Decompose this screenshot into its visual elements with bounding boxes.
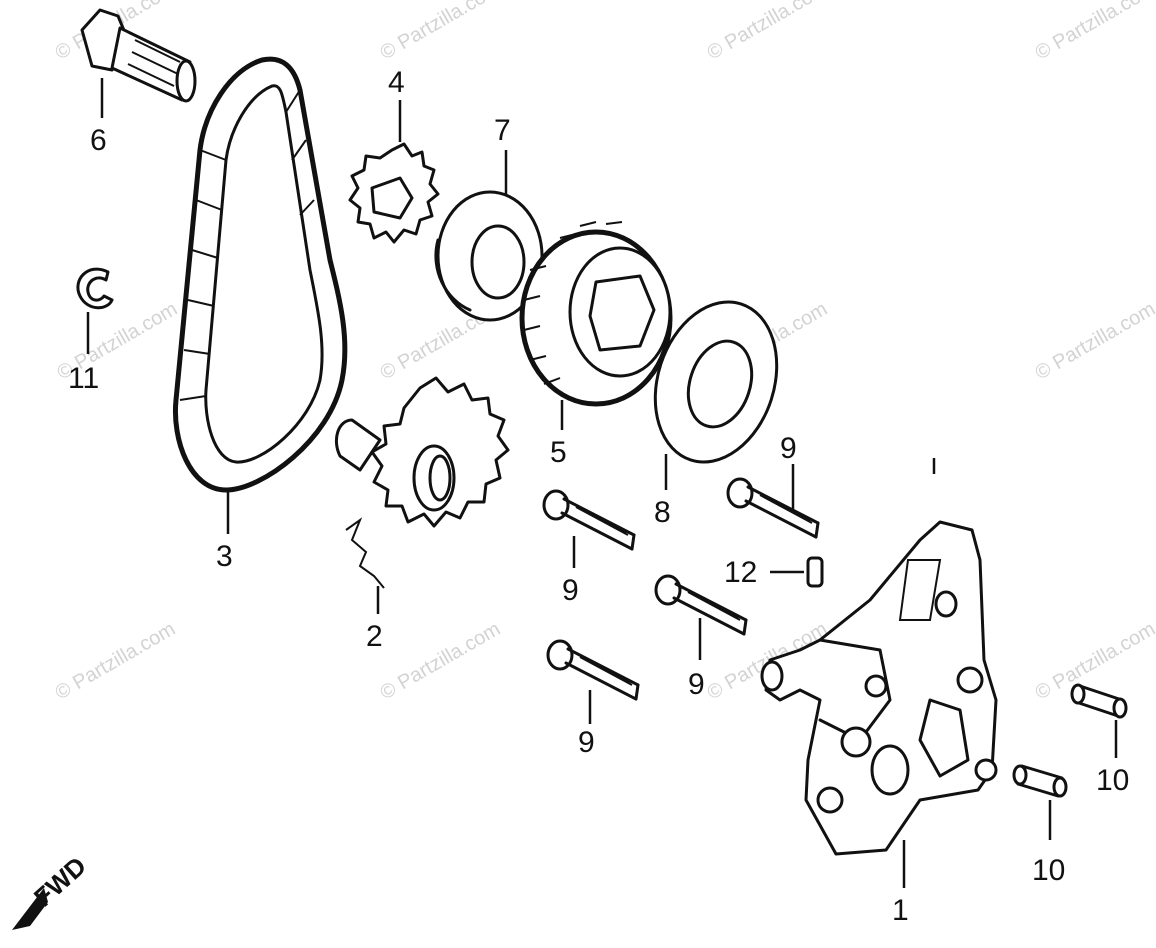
part-washer[interactable]: [635, 286, 796, 478]
watermark: © Partzilla.com: [704, 0, 832, 64]
part-driven-sprocket[interactable]: [335, 376, 510, 589]
watermark: © Partzilla.com: [377, 0, 505, 64]
callout-6: 6: [90, 124, 107, 157]
callout-7: 7: [494, 114, 511, 147]
part-bolt[interactable]: [726, 477, 820, 539]
callout-4: 4: [388, 66, 405, 99]
part-circlip[interactable]: [76, 267, 114, 310]
part-collar-bolt[interactable]: [80, 8, 197, 103]
part-drive-sprocket[interactable]: [348, 142, 440, 244]
callout-11: 11: [68, 362, 99, 395]
part-dowel-pin[interactable]: [1012, 764, 1068, 798]
callout-9: 9: [780, 432, 797, 465]
callout-12: 12: [724, 556, 757, 589]
callout-9: 9: [688, 668, 705, 701]
part-bolt[interactable]: [542, 489, 636, 551]
callout-1: 1: [892, 894, 909, 927]
callout-2: 2: [366, 620, 383, 653]
watermark: © Partzilla.com: [1032, 298, 1156, 384]
callout-10: 10: [1096, 764, 1129, 797]
callout-10: 10: [1032, 854, 1065, 887]
callout-8: 8: [654, 496, 671, 529]
watermark: © Partzilla.com: [52, 618, 180, 704]
part-chain[interactable]: [172, 56, 348, 493]
fwd-arrow-icon: [12, 888, 48, 930]
part-dowel-pin[interactable]: [1070, 683, 1128, 719]
fwd-indicator: FWD: [12, 851, 92, 930]
part-bolt[interactable]: [546, 639, 640, 701]
callout-5: 5: [550, 436, 567, 469]
callout-9: 9: [562, 574, 579, 607]
callout-9: 9: [578, 726, 595, 759]
part-primary-gear[interactable]: [519, 221, 673, 407]
watermark: © Partzilla.com: [1032, 0, 1156, 64]
watermark: © Partzilla.com: [377, 618, 505, 704]
callout-3: 3: [216, 540, 233, 573]
part-small-pin[interactable]: [806, 556, 824, 588]
part-oil-pump[interactable]: [760, 520, 998, 856]
